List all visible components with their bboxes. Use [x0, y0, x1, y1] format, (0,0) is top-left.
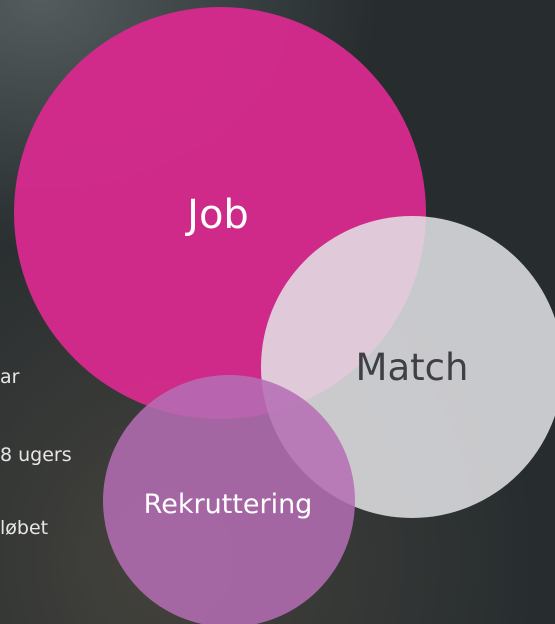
job-label: Job — [184, 192, 249, 238]
match-label: Match — [356, 346, 469, 389]
rekruttering-circle[interactable] — [103, 375, 355, 624]
background-text-line-2: 8 ugers — [0, 446, 72, 465]
rekruttering-label: Rekruttering — [144, 489, 313, 520]
background-text-line-3: løbet — [0, 519, 49, 538]
background-text-line-1: ar — [0, 368, 20, 387]
